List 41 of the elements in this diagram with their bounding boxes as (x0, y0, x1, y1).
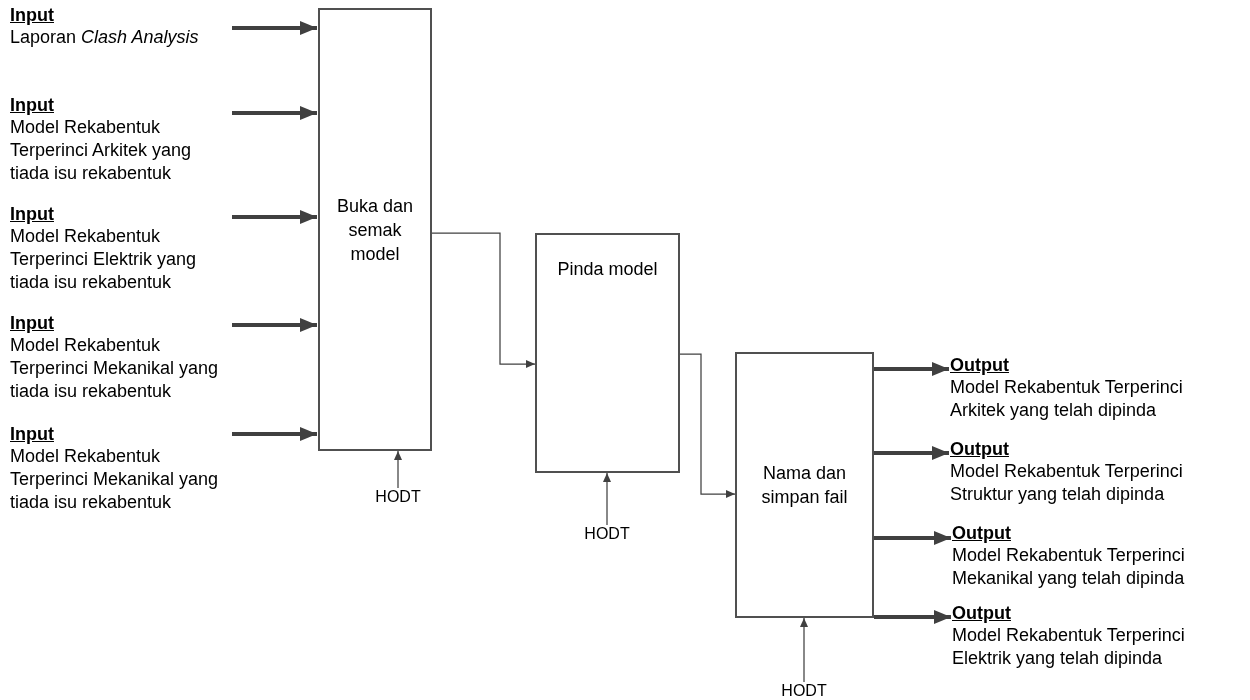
arrow (679, 353, 736, 498)
arrow (800, 617, 808, 683)
process-box (735, 352, 874, 618)
label-text: HODT (781, 682, 827, 700)
heading-text: Input (10, 312, 54, 334)
arrow (874, 446, 949, 460)
description-text: Model Rekabentuk Terperinci Mekanikal yang tiada isu rekabentuk (10, 334, 220, 403)
label-text: HODT (375, 488, 421, 506)
process-box (318, 8, 432, 451)
heading-text: Output (952, 522, 1011, 544)
process-box (535, 233, 680, 473)
description-text: Model Rekabentuk Terperinci Mekanikal yang telah dipinda (952, 544, 1186, 590)
heading-text: Input (10, 4, 54, 26)
arrow (394, 450, 402, 489)
description-text: Model Rekabentuk Terperinci Elektrik yang telah dipinda (952, 624, 1186, 670)
heading-text: Input (10, 94, 54, 116)
heading-text: Output (950, 354, 1009, 376)
heading-text: Input (10, 423, 54, 445)
arrow (232, 106, 317, 120)
arrow (874, 610, 951, 624)
description-text: Model Rekabentuk Terperinci Arkitek yang telah dipinda (950, 376, 1184, 422)
box-label: Nama dan simpan fail (760, 462, 849, 509)
box-label: Buka dan semak model (335, 194, 415, 266)
arrow (431, 232, 536, 368)
heading-text: Output (950, 438, 1009, 460)
description-text: Laporan Clash Analysis (10, 26, 200, 49)
arrow (874, 362, 949, 376)
heading-text: Output (952, 602, 1011, 624)
description-text: Model Rekabentuk Terperinci Arkitek yang tiada isu rekabentuk (10, 116, 193, 185)
arrow (232, 21, 317, 35)
arrow (874, 531, 951, 545)
arrow (232, 318, 317, 332)
box-label: Pinda model (557, 258, 658, 281)
label-text: HODT (584, 525, 630, 543)
heading-text: Input (10, 203, 54, 225)
arrow (232, 427, 317, 441)
description-text: Model Rekabentuk Terperinci Struktur yang telah dipinda (950, 460, 1184, 506)
description-text: Model Rekabentuk Terperinci Mekanikal yang tiada isu rekabentuk (10, 445, 220, 514)
description-text: Model Rekabentuk Terperinci Elektrik yang tiada isu rekabentuk (10, 225, 198, 294)
arrow (603, 472, 611, 526)
arrow (232, 210, 317, 224)
